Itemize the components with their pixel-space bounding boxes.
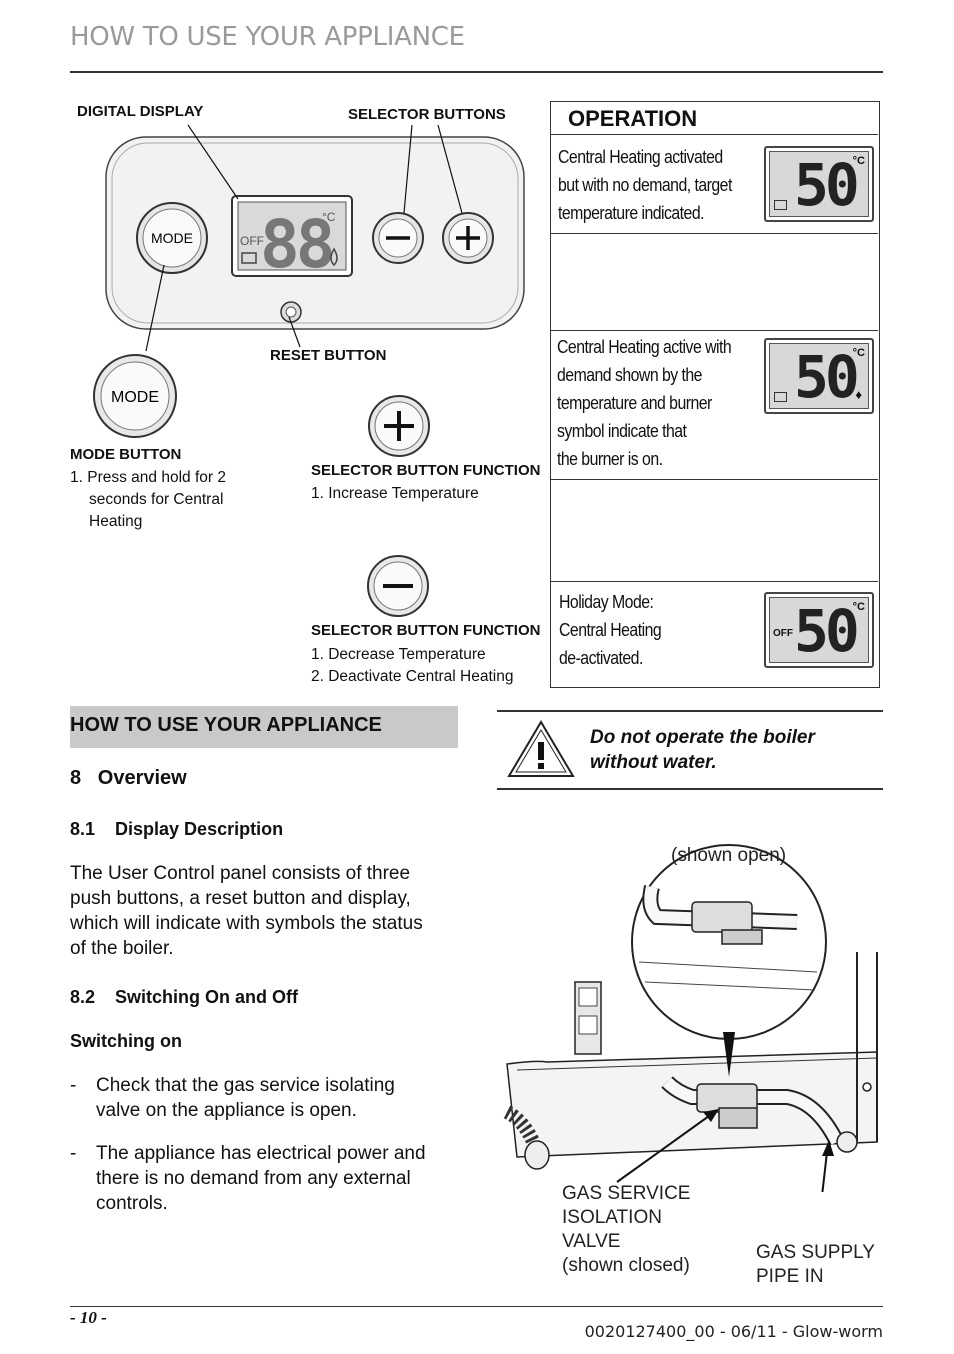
warning-rule-bottom (497, 788, 883, 790)
document-reference: 0020127400_00 - 06/11 - Glow-worm (584, 1322, 883, 1341)
page-header-title: HOW TO USE YOUR APPLIANCE (70, 22, 465, 52)
bullet-dash: - (70, 1075, 77, 1096)
valve-handle-closed (718, 1107, 758, 1129)
digital-display-screen (237, 201, 347, 271)
mode-button-title: MODE BUTTON (70, 446, 182, 463)
lcd-unit: °C (852, 155, 865, 167)
lcd-unit: °C (852, 347, 865, 359)
control-panel-diagram: MODE OFF 88 °C MODE (93, 124, 525, 617)
lcd-digits: 50 (794, 151, 860, 219)
warning-rule-top (497, 710, 883, 712)
warning-text: Do not operate the boiler without water. (590, 727, 815, 773)
mode-button-desc: 1. Press and hold for 2 seconds for Cent… (70, 469, 226, 530)
operation-row-2-text: Central Heating active with demand shown… (557, 337, 732, 469)
radiator-icon (774, 200, 787, 210)
operation-row-1-text: Central Heating activated but with no de… (558, 147, 732, 223)
flame-icon: ♦ (855, 387, 862, 402)
heading-switching: 8.2 Switching On and Off (70, 987, 299, 1007)
selector-plus-desc: 1. Increase Temperature (311, 485, 479, 502)
bullet-1: Check that the gas service isolating val… (96, 1075, 395, 1121)
footer-rule (70, 1306, 883, 1307)
display-digits: 88 (260, 206, 332, 283)
lcd-row-3: 50 °C OFF (764, 592, 874, 668)
page-number: - 10 - (70, 1308, 107, 1327)
display-off-text: OFF (240, 234, 264, 248)
gas-valve-figure (503, 844, 878, 1192)
lcd-row-1: 50 °C (764, 146, 874, 222)
bullet-2: The appliance has electrical power and t… (96, 1143, 426, 1214)
radiator-icon (774, 392, 787, 402)
panel-inner-edge (111, 142, 519, 324)
table-rule (550, 233, 878, 234)
warning-triangle-icon (507, 720, 575, 777)
table-rule (550, 581, 878, 582)
flame-icon (330, 247, 338, 267)
mode-text-large: MODE (111, 389, 159, 406)
operation-table (550, 101, 880, 688)
pipe-caption: GAS SUPPLY PIPE IN (756, 1242, 875, 1287)
heading-switching-on: Switching on (70, 1031, 182, 1051)
display-description-paragraph: The User Control panel consists of three… (70, 863, 423, 959)
lcd-digits: 50 (794, 597, 860, 665)
selector-minus-title: SELECTOR BUTTON FUNCTION (311, 622, 541, 639)
header-rule (70, 71, 883, 73)
display-degc: °C (322, 210, 336, 224)
valve-handle-open (721, 929, 763, 945)
table-rule (550, 330, 878, 331)
selector-buttons-label: SELECTOR BUTTONS (348, 106, 506, 123)
lcd-row-2: 50 °C ♦ (764, 338, 874, 414)
table-rule (550, 134, 878, 135)
bullet-dash: - (70, 1143, 77, 1164)
selector-plus-title: SELECTOR BUTTON FUNCTION (311, 462, 541, 479)
lcd-unit: °C (852, 601, 865, 613)
radiator-icon (241, 252, 257, 264)
table-rule (550, 479, 878, 480)
mode-text: MODE (151, 230, 193, 246)
valve-caption: GAS SERVICE ISOLATION VALVE (shown close… (562, 1183, 691, 1276)
isolation-valve-open (691, 901, 753, 933)
shown-open-caption: (shown open) (671, 845, 787, 866)
digital-display-label: DIGITAL DISPLAY (77, 103, 204, 120)
lcd-digits: 50 (794, 343, 860, 411)
section-title-bar: HOW TO USE YOUR APPLIANCE (70, 706, 458, 748)
reset-button-label: RESET BUTTON (270, 347, 387, 364)
operation-title: OPERATION (568, 106, 698, 131)
lcd-off-text: OFF (773, 628, 793, 639)
selector-minus-desc: 1. Decrease Temperature 2. Deactivate Ce… (311, 646, 514, 685)
operation-row-3-text: Holiday Mode: Central Heating de-activat… (559, 592, 662, 668)
heading-display-description: 8.1 Display Description (70, 819, 284, 839)
heading-overview: 8 Overview (70, 767, 187, 789)
